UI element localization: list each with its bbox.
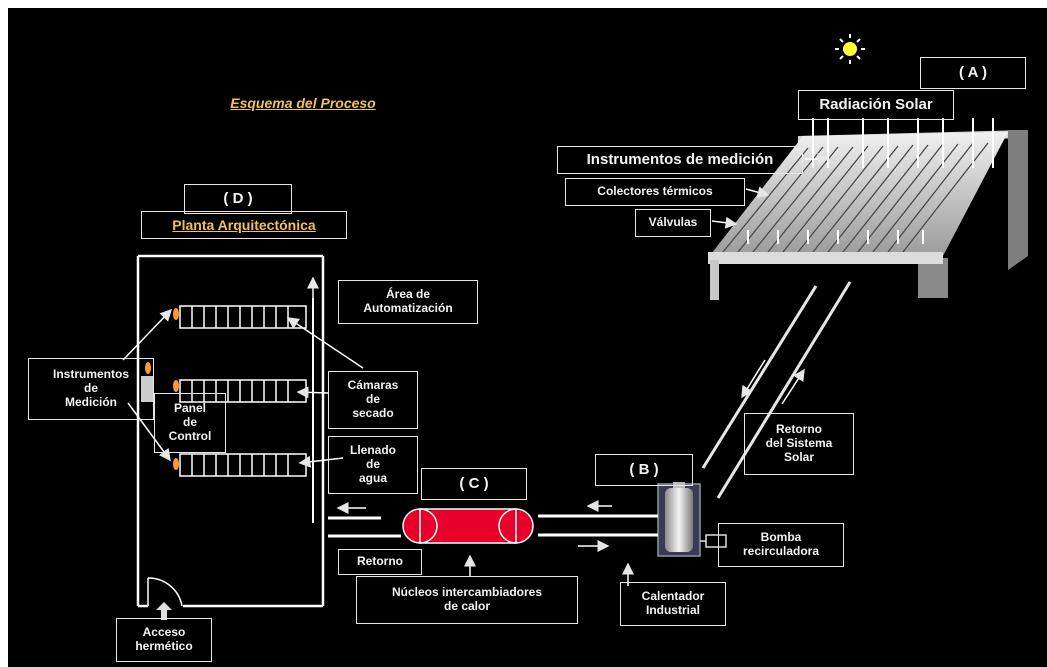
bomba-recirculadora-label: Bomba recirculadora xyxy=(718,523,844,567)
pump-icon xyxy=(700,534,727,548)
valvulas-label: Válvulas xyxy=(635,209,711,237)
door-icon xyxy=(147,577,183,607)
llenado-agua-label: Llenado de agua xyxy=(328,436,418,494)
section-c-label: ( C ) xyxy=(421,468,527,500)
water-heater-icon xyxy=(657,482,701,557)
section-d-label: ( D ) xyxy=(184,184,292,214)
diagram-title-text: Esquema del Proceso xyxy=(230,95,376,111)
heat-exchanger-icon xyxy=(402,508,534,544)
instrumentos-medicion-solar-label: Instrumentos de medición xyxy=(557,146,803,174)
retorno-sistema-solar-label: Retorno del Sistema Solar xyxy=(744,413,854,475)
solar-collector-icon xyxy=(708,118,1028,300)
diagram-title: Esquema del Proceso xyxy=(194,88,412,118)
diagram-graphics xyxy=(122,34,1028,620)
panel-control-label: Panel de Control xyxy=(154,393,226,453)
dryer-chambers xyxy=(179,305,307,477)
camaras-secado-label: Cámaras de secado xyxy=(328,371,418,429)
area-automatizacion-label: Área de Automatización xyxy=(338,280,478,324)
nucleos-intercambiadores-label: Núcleos intercambiadores de calor xyxy=(356,576,578,624)
section-b-label: ( B ) xyxy=(595,454,693,486)
diagram-canvas: Esquema del Proceso ( A ) ( B ) ( C ) ( … xyxy=(8,8,1047,667)
planta-arquitectonica-text: Planta Arquitectónica xyxy=(172,217,316,233)
instrumentos-medicion-planta-label: Instrumentos de Medición xyxy=(28,358,154,420)
acceso-hermetico-label: Acceso hermético xyxy=(116,618,212,662)
sun-icon xyxy=(835,34,865,64)
radiacion-solar-label: Radiación Solar xyxy=(798,90,954,120)
planta-arquitectonica-label: Planta Arquitectónica xyxy=(141,211,347,239)
retorno-label: Retorno xyxy=(338,549,422,575)
calentador-industrial-label: Calentador Industrial xyxy=(620,582,726,626)
section-a-label: ( A ) xyxy=(920,57,1026,89)
access-arrow-icon xyxy=(156,602,172,620)
colectores-termicos-label: Colectores térmicos xyxy=(565,178,745,206)
